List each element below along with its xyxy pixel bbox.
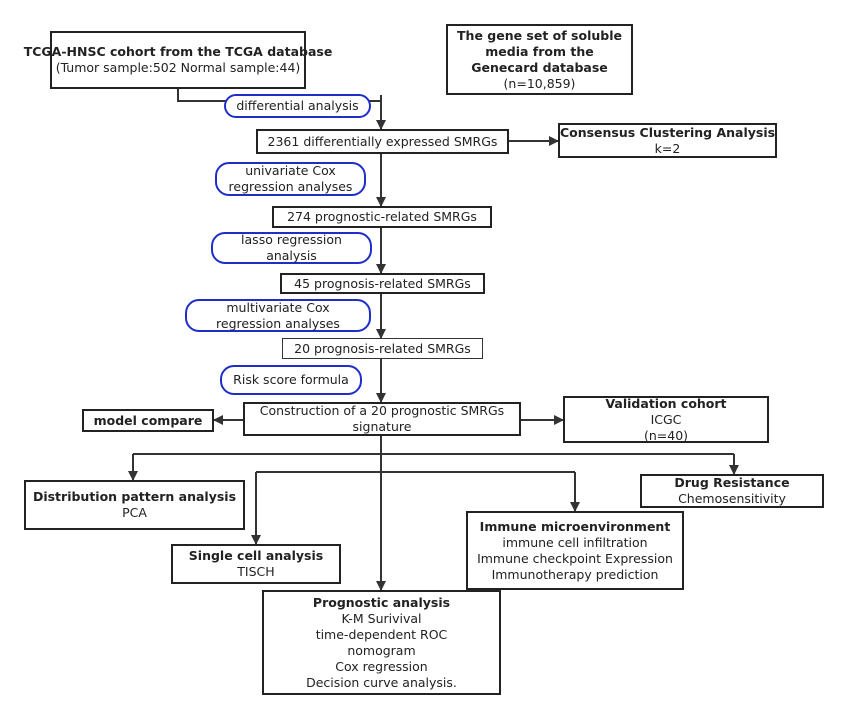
- differential-analysis-step: differential analysis: [224, 94, 371, 118]
- deg-2361-box: 2361 differentially expressed SMRGs: [256, 129, 509, 154]
- prognostic-item: Cox regression: [335, 658, 428, 674]
- drug-resistance-box: Drug Resistance Chemosensitivity: [640, 474, 824, 508]
- consensus-k: k=2: [654, 140, 681, 156]
- drug-title: Drug Resistance: [674, 475, 790, 490]
- prognostic-item: nomogram: [347, 642, 416, 658]
- tcga-cohort-box: TCGA-HNSC cohort from the TCGA database …: [24, 31, 332, 89]
- risk-score-step: Risk score formula: [220, 365, 362, 395]
- single-cell-tisch: TISCH: [237, 564, 275, 579]
- prognostic-title: Prognostic analysis: [312, 594, 451, 610]
- distribution-pattern-box: Distribution pattern analysis PCA: [24, 480, 245, 530]
- consensus-clustering-box: Consensus Clustering Analysis k=2: [558, 123, 777, 158]
- signature-box: Construction of a 20 prognostic SMRGs si…: [243, 402, 521, 436]
- validation-n: (n=40): [643, 427, 689, 443]
- tcga-cohort-subtitle: (Tumor sample:502 Normal sample:44): [55, 60, 301, 75]
- consensus-title: Consensus Clustering Analysis: [559, 124, 776, 140]
- prognostic-item: K-M Surivival: [341, 610, 422, 626]
- prognosis-45-box: 45 prognosis-related SMRGs: [280, 273, 485, 294]
- single-cell-title: Single cell analysis: [188, 548, 324, 563]
- lasso-regression-step: lasso regression analysis: [211, 232, 372, 264]
- prognostic-analysis-box: Prognostic analysis K-M Surivival time-d…: [262, 590, 501, 695]
- immune-title: Immune microenvironment: [479, 518, 671, 534]
- model-compare-box: model compare: [82, 409, 214, 432]
- drug-chemosensitivity: Chemosensitivity: [678, 491, 786, 506]
- univariate-cox-step: univariate Cox regression analyses: [215, 162, 366, 196]
- validation-title: Validation cohort: [605, 395, 727, 411]
- distribution-pca: PCA: [122, 505, 147, 520]
- prognosis-20-box: 20 prognosis-related SMRGs: [282, 338, 483, 359]
- immune-item: Immunotherapy prediction: [491, 566, 659, 582]
- validation-cohort-box: Validation cohort ICGC (n=40): [563, 396, 769, 443]
- genecard-subtitle: (n=10,859): [503, 75, 576, 91]
- immune-item: immune cell infiltration: [502, 534, 648, 550]
- immune-item: Immune checkpoint Expression: [477, 550, 673, 566]
- genecard-title: The gene set of soluble media from the G…: [457, 27, 622, 75]
- single-cell-box: Single cell analysis TISCH: [171, 544, 341, 584]
- prognostic-item: Decision curve analysis.: [306, 674, 457, 690]
- prognostic-item: time-dependent ROC: [315, 626, 448, 642]
- tcga-cohort-title: TCGA-HNSC cohort from the TCGA database: [23, 44, 333, 59]
- immune-microenvironment-box: Immune microenvironment immune cell infi…: [466, 511, 684, 590]
- distribution-title: Distribution pattern analysis: [32, 489, 237, 504]
- validation-icgc: ICGC: [650, 411, 682, 427]
- prognostic-274-box: 274 prognostic-related SMRGs: [272, 206, 492, 228]
- genecard-box: The gene set of soluble media from the G…: [446, 24, 633, 95]
- multivariate-cox-step: multivariate Cox regression analyses: [185, 299, 371, 332]
